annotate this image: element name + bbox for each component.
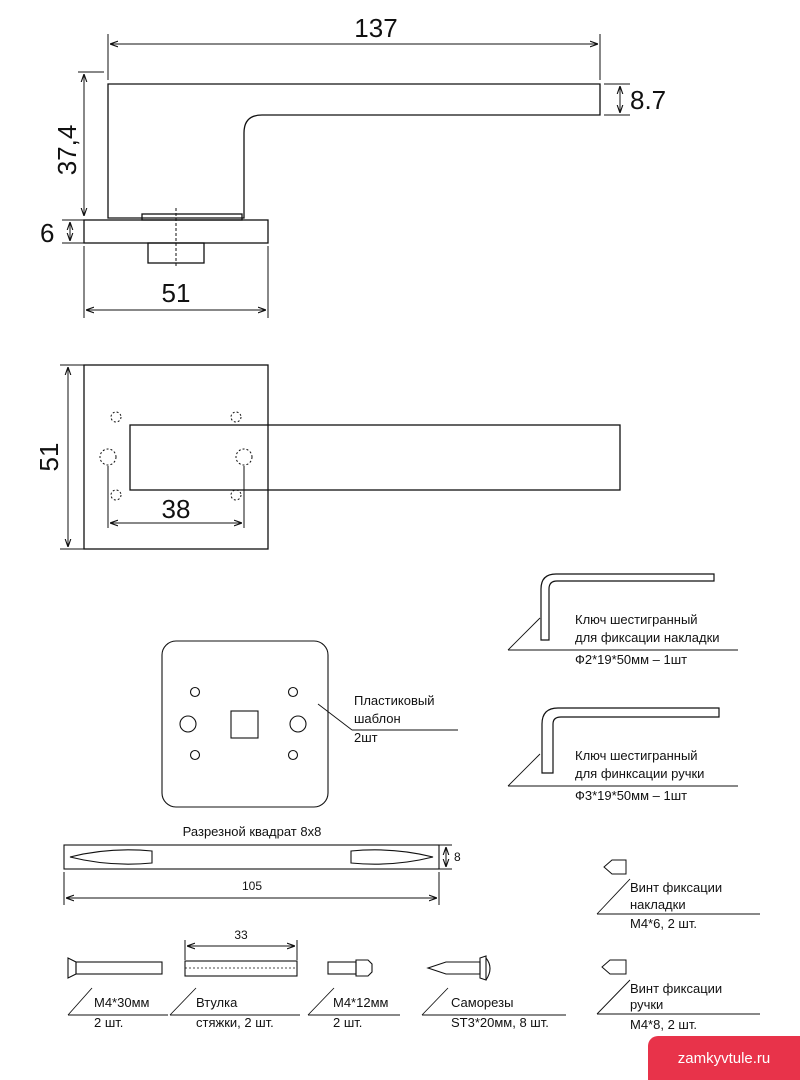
dim-105 xyxy=(63,872,440,905)
bushing-icon xyxy=(184,960,298,977)
bolt-m4x30-line-1: М4*30мм xyxy=(94,995,150,1010)
screw-rose-line-3: М4*6, 2 шт. xyxy=(630,916,697,931)
side-view xyxy=(83,83,601,266)
self-tapping-line-1: Саморезы xyxy=(451,995,513,1010)
dim-8-7 xyxy=(604,83,630,116)
rose-plate-top xyxy=(83,364,269,550)
split-spindle xyxy=(63,844,440,870)
bolt-m4x12-line-1: М4*12мм xyxy=(333,995,389,1010)
dim-bushing-length-label: 33 xyxy=(234,928,248,942)
key-handle-line-1: Ключ шестигранный xyxy=(575,748,698,763)
bolt-m4x30-icon xyxy=(67,957,168,1016)
screw-handle-icon xyxy=(596,959,760,1015)
bushing-line-1: Втулка xyxy=(196,995,238,1010)
key-rose-line-2: для фиксации накладки xyxy=(575,630,720,645)
plastic-template xyxy=(161,640,458,808)
dim-hole-spacing-label: 38 xyxy=(162,494,191,524)
dim-51-vertical xyxy=(60,364,84,550)
hole xyxy=(230,489,242,501)
self-tapping-screw-icon xyxy=(421,955,566,1016)
screw-rose-line-2: накладки xyxy=(630,897,686,912)
bolt-m4x12-line-2: 2 шт. xyxy=(333,1015,362,1030)
dim-length-label: 137 xyxy=(354,13,397,43)
hex-key-handle xyxy=(507,707,738,787)
spindle-title: Разрезной квадрат 8х8 xyxy=(183,824,322,839)
handle-lever-profile xyxy=(107,83,601,219)
bushing-line-2: стяжки, 2 шт. xyxy=(196,1015,274,1030)
hole xyxy=(110,411,122,423)
template-label-1: Пластиковый xyxy=(354,693,434,708)
dim-rose-height-label: 51 xyxy=(34,443,64,472)
template-square-hole xyxy=(230,710,259,739)
dim-spindle-size-label: 8 xyxy=(454,850,461,864)
dim-51-horizontal xyxy=(83,246,269,318)
dim-33 xyxy=(184,940,298,960)
mounting-holes xyxy=(99,411,253,501)
dim-height-label: 37,4 xyxy=(52,125,82,176)
screw-handle-line-1: Винт фиксации xyxy=(630,981,722,996)
screw-rose-line-1: Винт фиксации xyxy=(630,880,722,895)
dim-137 xyxy=(107,34,601,80)
bushing-leader xyxy=(169,987,300,1016)
hex-key-rose xyxy=(507,573,738,651)
template-label-2: шаблон xyxy=(354,711,401,726)
hole xyxy=(110,489,122,501)
handle-lever-top xyxy=(129,424,621,491)
dim-6 xyxy=(62,219,84,244)
dim-37-4 xyxy=(78,71,104,216)
template-label-3: 2шт xyxy=(354,730,378,745)
key-handle-line-3: Ф3*19*50мм – 1шт xyxy=(575,788,687,803)
hole xyxy=(235,448,253,466)
hole xyxy=(99,448,117,466)
screw-rose-icon xyxy=(596,859,760,915)
dim-rose-thickness-label: 6 xyxy=(40,218,54,248)
dim-38 xyxy=(107,466,245,528)
dim-thickness-label: 8.7 xyxy=(630,85,666,115)
dim-8 xyxy=(439,844,452,870)
top-view xyxy=(83,364,621,550)
key-rose-line-3: Ф2*19*50мм – 1шт xyxy=(575,652,687,667)
dim-spindle-length-label: 105 xyxy=(242,879,262,893)
key-rose-line-1: Ключ шестигранный xyxy=(575,612,698,627)
screw-handle-line-2: ручки xyxy=(630,997,663,1012)
bolt-m4x30-line-2: 2 шт. xyxy=(94,1015,123,1030)
screw-handle-line-3: М4*8, 2 шт. xyxy=(630,1017,697,1032)
handle-neck xyxy=(141,213,243,221)
dim-rose-width-label: 51 xyxy=(162,278,191,308)
hole xyxy=(230,411,242,423)
self-tapping-line-2: ST3*20мм, 8 шт. xyxy=(451,1015,549,1030)
key-handle-line-2: для финксации ручки xyxy=(575,766,704,781)
bolt-m4x12-icon xyxy=(307,959,400,1016)
watermark-badge: zamkyvtule.ru xyxy=(648,1036,800,1080)
